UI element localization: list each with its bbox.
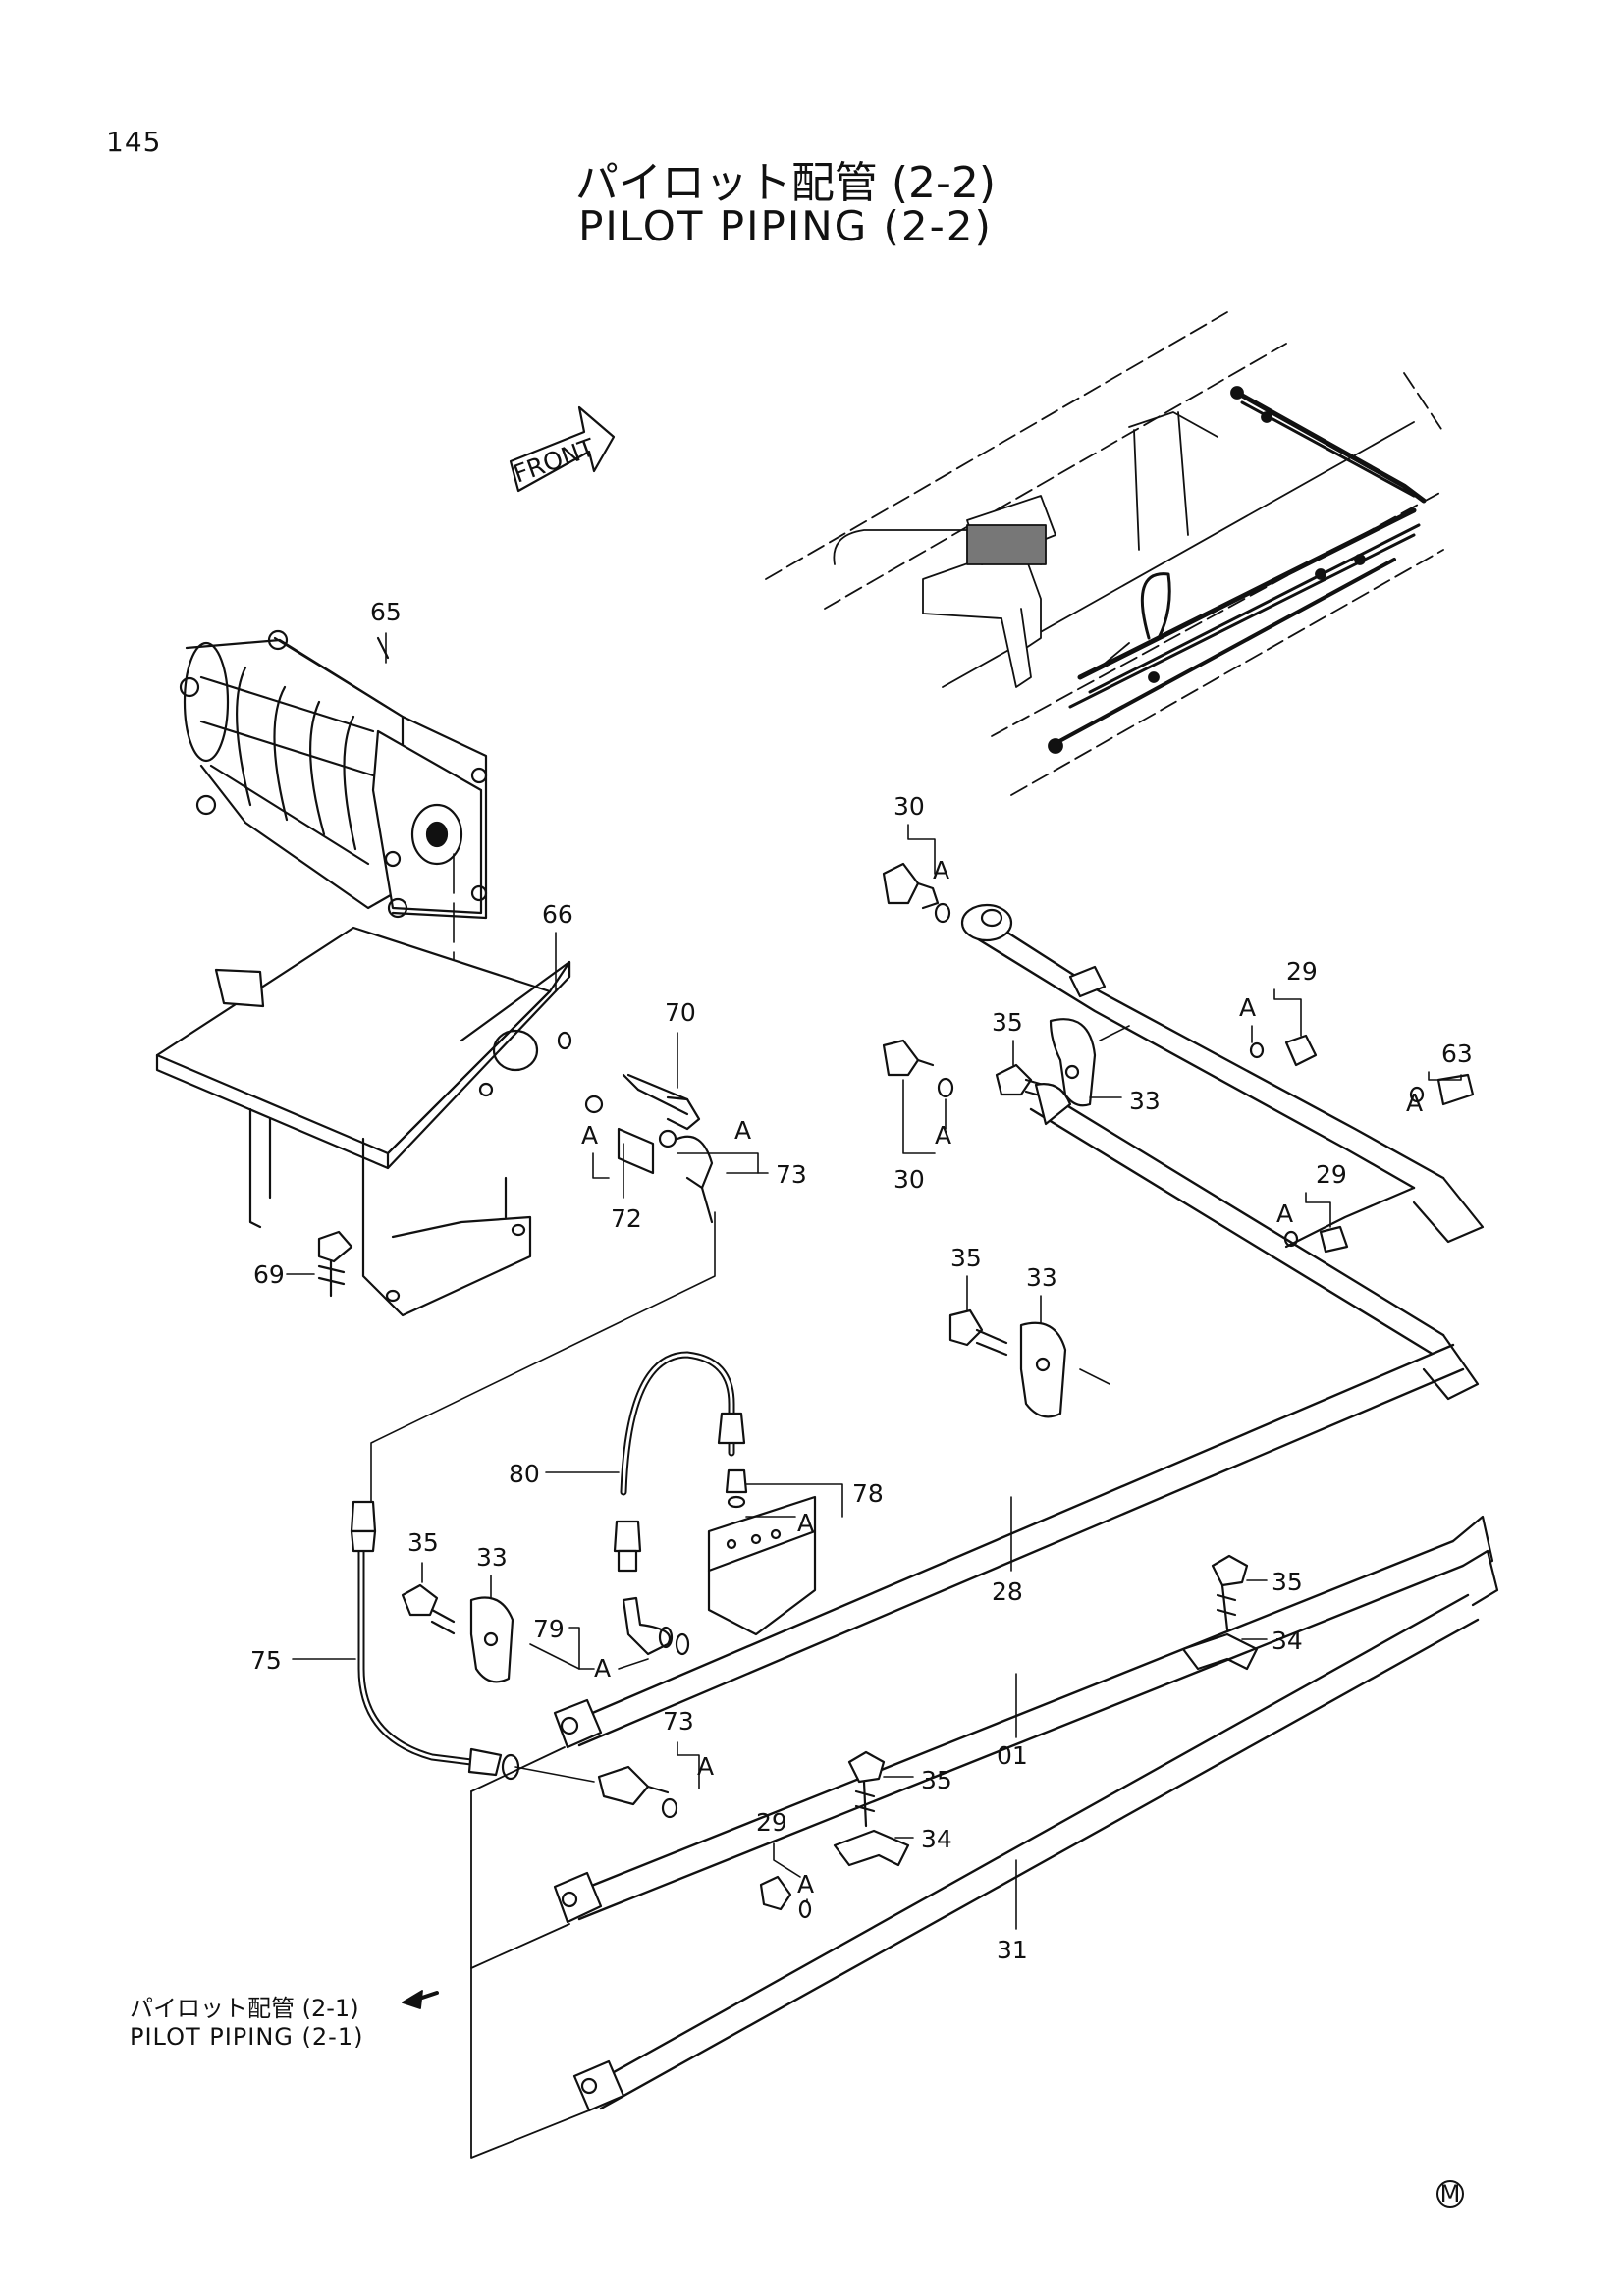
continuation-bracket xyxy=(402,1746,590,2159)
callout-29-mid: 29 xyxy=(1316,1160,1347,1189)
mid-clamp-set: 35 33 xyxy=(948,1244,1110,1418)
part-66-bracket: 66 xyxy=(155,900,573,1317)
page-number: 145 xyxy=(106,126,162,158)
pipe-28: 28 xyxy=(553,1343,1465,1749)
callout-80: 80 xyxy=(509,1460,540,1488)
callout-78: 78 xyxy=(852,1479,884,1508)
fittings-bracket-side: 70 A 72 A 73 69 xyxy=(253,998,807,1298)
callout-72: 72 xyxy=(611,1204,642,1233)
callout-31: 31 xyxy=(997,1936,1028,1964)
callout-78-marker: A xyxy=(797,1509,814,1537)
callout-01: 01 xyxy=(997,1741,1028,1770)
callout-33-mid: 33 xyxy=(1026,1263,1057,1292)
machine-location-overview xyxy=(765,311,1444,796)
callout-35-lower: 35 xyxy=(921,1766,952,1794)
callout-30-lower-marker: A xyxy=(935,1121,951,1149)
hose-75: 75 35 33 xyxy=(250,1211,716,1781)
callout-28: 28 xyxy=(992,1577,1023,1606)
callout-29-mid-marker: A xyxy=(1276,1200,1293,1228)
right-clamp-set: 35 34 xyxy=(1181,1554,1303,1671)
callout-66: 66 xyxy=(542,900,573,929)
callout-30-top: 30 xyxy=(893,792,925,821)
callout-79: 79 xyxy=(533,1615,565,1643)
callout-33-upper: 33 xyxy=(1129,1087,1161,1115)
callout-34-lower: 34 xyxy=(921,1825,952,1853)
callout-72-marker: A xyxy=(581,1121,598,1149)
callout-29-lower-marker: A xyxy=(797,1870,814,1898)
pipe-31: 31 xyxy=(572,1549,1499,2112)
pipe-01: 01 xyxy=(553,1515,1494,1924)
callout-29-lower: 29 xyxy=(756,1808,787,1837)
callout-73-lower-marker: A xyxy=(697,1752,714,1781)
callout-29-upper: 29 xyxy=(1286,957,1318,986)
callout-35-left: 35 xyxy=(407,1528,439,1557)
callout-30-lower: 30 xyxy=(893,1165,925,1194)
corner-mark: M xyxy=(1436,2180,1464,2208)
callout-73-marker: A xyxy=(734,1116,751,1145)
hose-assembly-80: 80 78 A 79 A xyxy=(509,1351,884,1682)
callout-63-marker: A xyxy=(1406,1089,1423,1117)
callout-65: 65 xyxy=(370,598,402,626)
reference-link-english[interactable]: PILOT PIPING (2-1) xyxy=(130,2023,364,2051)
callout-30-top-marker: A xyxy=(933,856,949,884)
callout-79-marker: A xyxy=(594,1654,611,1682)
front-direction-arrow: FRONT xyxy=(509,405,616,493)
callout-33-left: 33 xyxy=(476,1543,508,1572)
page-title-japanese: パイロット配管 (2-2) xyxy=(574,158,997,208)
page-title-english: PILOT PIPING (2-2) xyxy=(578,202,993,250)
callout-69: 69 xyxy=(253,1260,285,1289)
callout-70: 70 xyxy=(665,998,696,1027)
callout-35-right: 35 xyxy=(1272,1568,1303,1596)
callout-29-upper-marker: A xyxy=(1239,993,1256,1022)
callout-35-upper: 35 xyxy=(992,1008,1023,1037)
upper-manifold-assembly: 30 A 29 A 35 33 63 xyxy=(882,792,1485,1401)
callout-63: 63 xyxy=(1441,1040,1473,1068)
lower-clamp-set: 35 34 29 A xyxy=(756,1750,952,1919)
front-label: FRONT xyxy=(510,433,599,489)
corner-mark-letter: M xyxy=(1440,2180,1461,2208)
part-65-center-joint: 65 xyxy=(179,598,488,1032)
callout-35-mid: 35 xyxy=(950,1244,982,1272)
callout-73-lower: 73 xyxy=(663,1707,694,1735)
callout-73: 73 xyxy=(776,1160,807,1189)
callout-75: 75 xyxy=(250,1646,282,1675)
reference-link-japanese[interactable]: パイロット配管 (2-1) xyxy=(130,1995,359,2022)
fitting-73-lower: 73 A xyxy=(514,1707,714,1819)
